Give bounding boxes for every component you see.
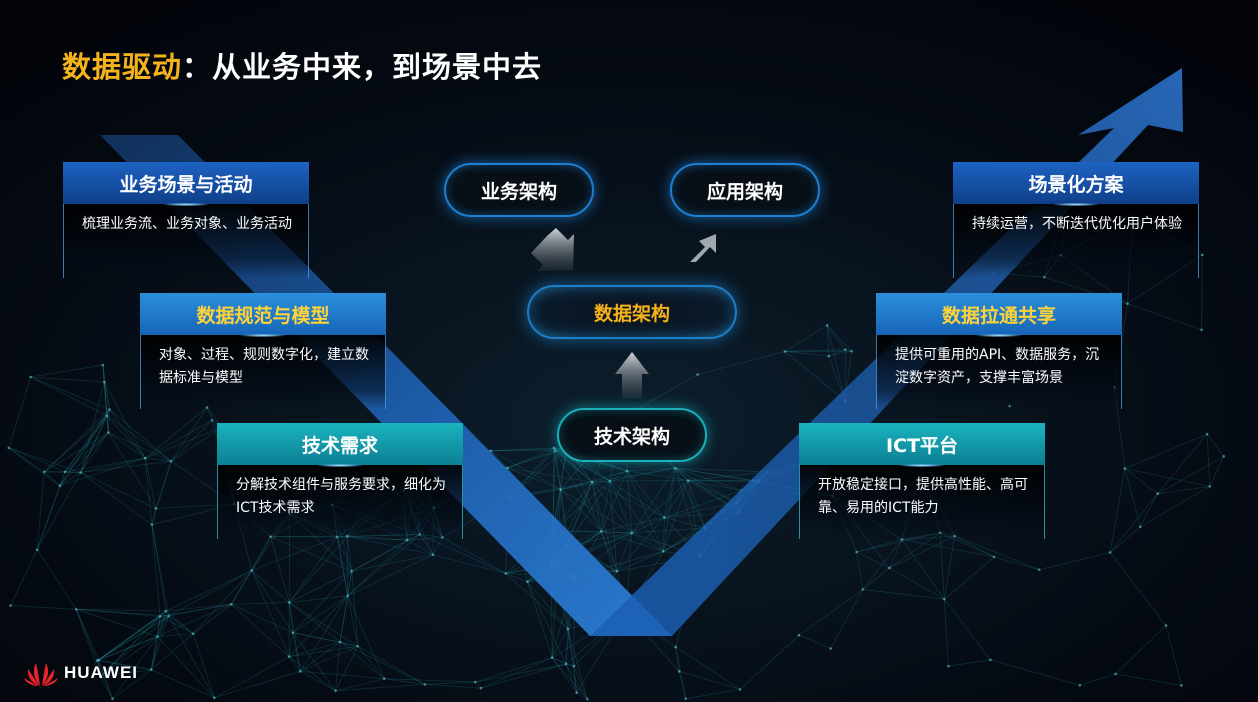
pill-tech-architecture: 技术架构 [557, 408, 707, 462]
pill-application-architecture: 应用架构 [670, 163, 820, 217]
arrow-up-icon [615, 352, 649, 398]
title-highlight: 数据驱动 [62, 50, 183, 84]
arrow-down-right-icon [531, 228, 574, 271]
huawei-logo: HUAWEI [24, 659, 138, 687]
brand-name: HUAWEI [64, 663, 138, 682]
card-body: 对象、过程、规则数字化，建立数据标准与模型 [140, 335, 386, 409]
card-scenario-solution: 场景化方案 持续运营，不断迭代优化用户体验 [953, 162, 1199, 278]
card-title: 数据规范与模型 [140, 293, 386, 337]
card-business-scenario: 业务场景与活动 梳理业务流、业务对象、业务活动 [63, 162, 309, 278]
card-data-sharing: 数据拉通共享 提供可重用的API、数据服务，沉淀数字资产，支撑丰富场景 [876, 293, 1122, 409]
card-ict-platform: ICT平台 开放稳定接口，提供高性能、高可靠、易用的ICT能力 [799, 423, 1045, 539]
card-title: ICT平台 [799, 423, 1045, 467]
card-body: 开放稳定接口，提供高性能、高可靠、易用的ICT能力 [799, 465, 1045, 539]
card-data-model: 数据规范与模型 对象、过程、规则数字化，建立数据标准与模型 [140, 293, 386, 409]
card-title: 业务场景与活动 [63, 162, 309, 206]
slide-title: 数据驱动：从业务中来，到场景中去 [62, 44, 542, 86]
card-body: 梳理业务流、业务对象、业务活动 [63, 204, 309, 278]
huawei-flower-icon [24, 663, 58, 686]
card-title: 数据拉通共享 [876, 293, 1122, 337]
card-title: 场景化方案 [953, 162, 1199, 206]
card-body: 持续运营，不断迭代优化用户体验 [953, 204, 1199, 278]
card-body: 分解技术组件与服务要求，细化为ICT技术需求 [217, 465, 463, 539]
pill-data-architecture: 数据架构 [527, 285, 737, 339]
arrow-up-right-icon [690, 234, 716, 262]
card-tech-requirements: 技术需求 分解技术组件与服务要求，细化为ICT技术需求 [217, 423, 463, 539]
card-body: 提供可重用的API、数据服务，沉淀数字资产，支撑丰富场景 [876, 335, 1122, 409]
pill-business-architecture: 业务架构 [444, 163, 594, 217]
card-title: 技术需求 [217, 423, 463, 467]
title-rest: ：从业务中来，到场景中去 [182, 50, 543, 84]
